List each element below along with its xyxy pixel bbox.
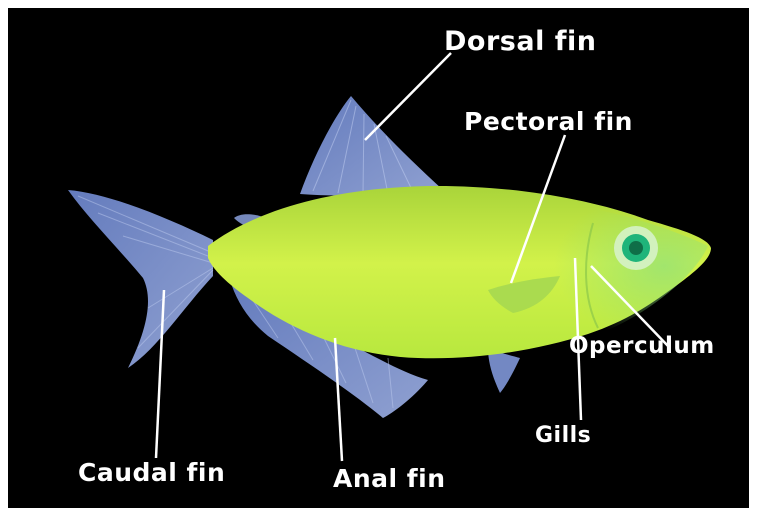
- eye-pupil: [629, 241, 643, 255]
- label-gills: Gills: [535, 425, 591, 447]
- label-pectoral-fin: Pectoral fin: [464, 109, 633, 134]
- label-dorsal-fin: Dorsal fin: [444, 28, 596, 55]
- dorsal-fin-shape: [300, 96, 443, 195]
- caudal-fin-shape: [68, 190, 213, 368]
- fish-illustration: [8, 8, 749, 508]
- pelvic-fin-shape: [488, 348, 520, 393]
- label-anal-fin: Anal fin: [333, 466, 446, 491]
- label-operculum: Operculum: [569, 335, 715, 358]
- label-caudal-fin: Caudal fin: [78, 460, 225, 485]
- fish-anatomy-panel: Dorsal fin Pectoral fin Operculum Gills …: [8, 8, 749, 508]
- leader-dorsal: [365, 53, 451, 140]
